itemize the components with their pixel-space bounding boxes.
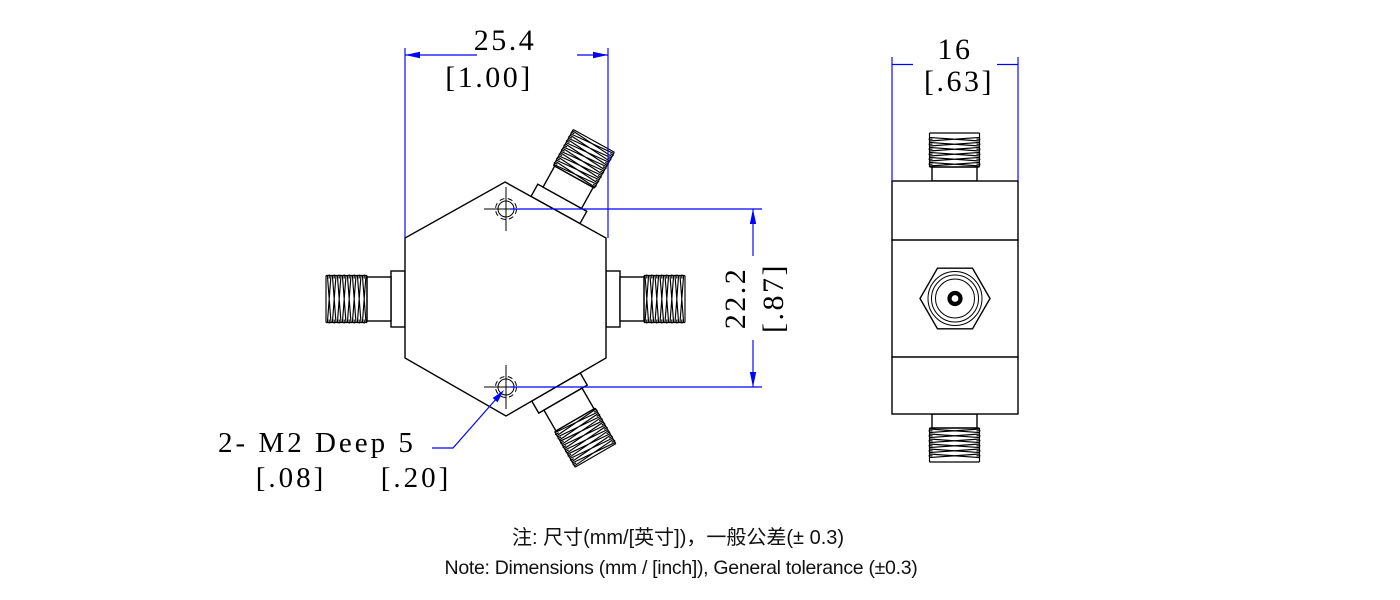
arrow-down [749,372,757,387]
arrow-right [593,51,608,59]
front-left-port [325,270,406,328]
front-top-right-port [530,129,615,225]
arrow-left [405,51,420,59]
dim-hole-pitch-mm: 22.2 [719,267,752,330]
dim-hole-pitch: 22.2 [.87] [510,208,790,388]
hole-callout: 2- M2 Deep 5 [.08] [.20] [218,390,504,494]
port-threads [928,132,981,168]
dim-front-width-inch: [1.00] [445,61,532,94]
dim-side-width-mm: 16 [938,33,973,66]
leader-arrow [492,390,504,403]
dim-front-width: 25.4 [1.00] [404,24,609,238]
connector-ring-mid [931,274,979,323]
dim-front-width-mm: 25.4 [474,24,537,57]
port-collar [931,413,978,429]
thread-hatch [643,274,686,324]
port-threads [643,274,686,324]
port-threads [552,129,615,189]
port-barrel [366,276,392,322]
connector-center-pin [947,290,963,307]
port-barrel [619,276,645,322]
thread-hatch [325,274,368,324]
port-collar [605,270,621,328]
port-threads [554,407,617,468]
port-threads [325,274,368,324]
thread-hatch [552,129,615,189]
port-collar [390,270,406,328]
side-hex-connector [919,267,991,330]
side-view [891,132,1019,463]
note-line-cn: 注: 尺寸(mm/[英寸])，一般公差(± 0.3) [512,526,844,549]
thread-hatch [928,132,981,168]
hole-callout-label: 2- M2 Deep 5 [218,427,416,459]
front-right-port [605,270,686,328]
front-bottom-right-port [530,372,617,468]
connector-ring-inner [935,278,975,319]
port-threads [928,427,981,463]
front-view [325,129,686,468]
dim-side-width: 16 [.63] [891,33,1019,181]
thread-hatch [554,407,617,468]
side-top-port [928,132,981,182]
notes: 注: 尺寸(mm/[英寸])，一般公差(± 0.3) Note: Dimensi… [445,526,918,579]
arrow-up [749,209,757,224]
hole-callout-thread-inch: [.08] [256,462,327,494]
leader-line [432,397,498,449]
extension-lines [404,48,609,238]
side-body-section-lines [891,239,1019,358]
dim-side-width-inch: [.63] [924,65,994,98]
side-bottom-port [928,413,981,463]
thread-hatch [928,427,981,463]
connector-ring-outer [927,271,983,326]
hole-callout-depth-inch: [.20] [381,462,452,494]
dim-hole-pitch-inch: [.87] [757,263,790,333]
extension-lines [891,57,1019,181]
port-collar [931,166,978,182]
dimensions: 25.4 [1.00] 22.2 [.87] 16 [.63] 2- M2 De… [218,24,1019,494]
note-line-en: Note: Dimensions (mm / [inch]), General … [445,557,918,579]
extension-lines [510,208,762,388]
